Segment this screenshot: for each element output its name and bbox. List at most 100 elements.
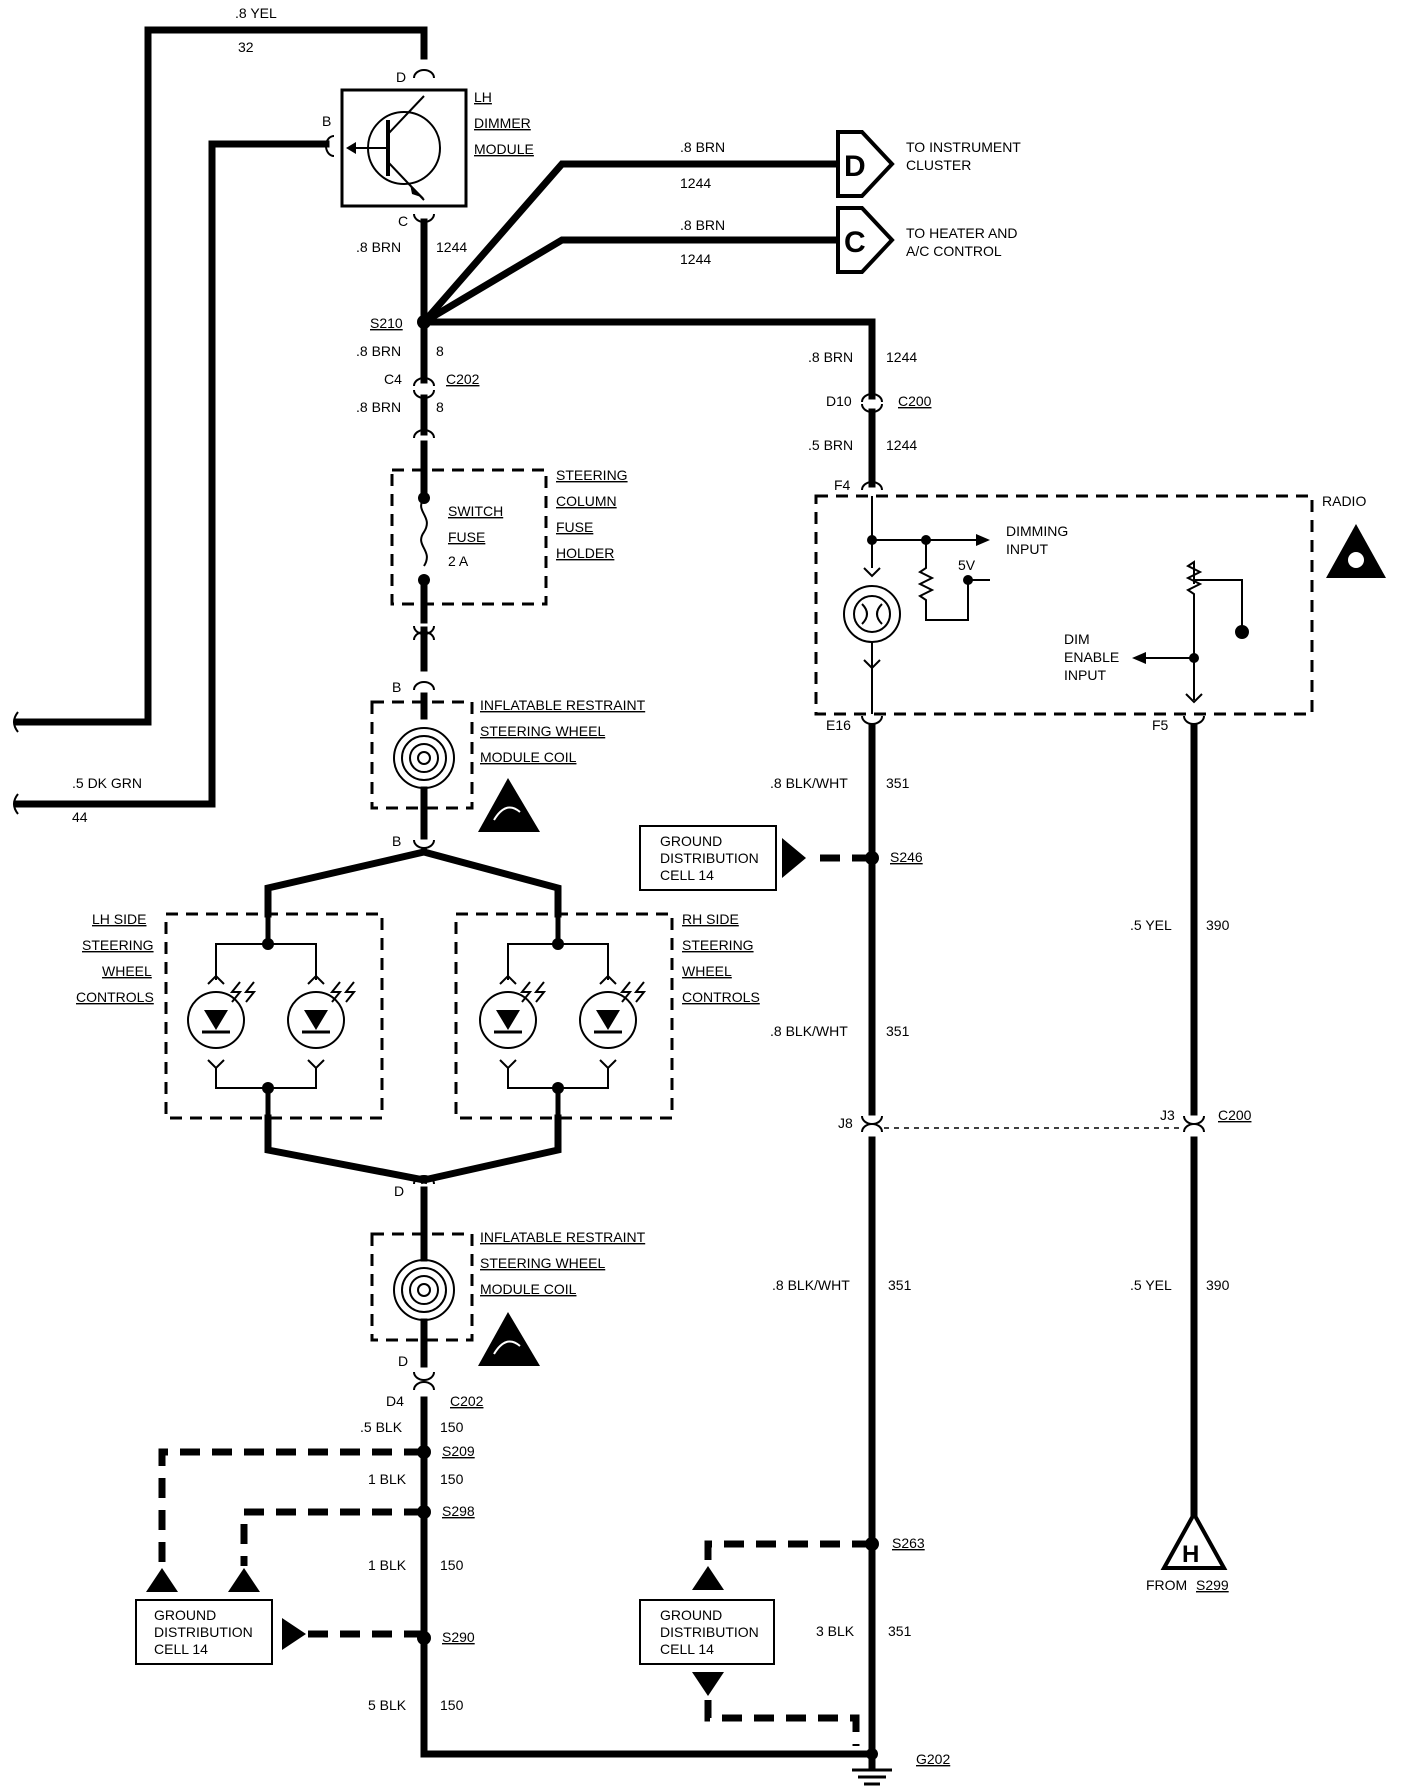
wire-circuit: 351 bbox=[886, 1023, 910, 1039]
resistor-icon bbox=[917, 540, 969, 621]
splice-s263: S263 bbox=[892, 1535, 925, 1551]
coil-label-2: STEERING WHEEL bbox=[480, 723, 605, 739]
connector-f5: F5 bbox=[1152, 717, 1169, 733]
connector-c4: C4 bbox=[384, 371, 402, 387]
wire-gauge: .5 BRN bbox=[808, 437, 853, 453]
wire-gauge: 1 BLK bbox=[368, 1557, 407, 1573]
wire-gauge: .8 YEL bbox=[235, 5, 277, 21]
connector-b: B bbox=[322, 113, 331, 129]
wire-gauge: .8 BRN bbox=[680, 217, 725, 233]
ground-cell-label-3: CELL 14 bbox=[660, 1641, 714, 1657]
wire-circuit: 1244 bbox=[886, 437, 917, 453]
wire-circuit: 150 bbox=[440, 1557, 464, 1573]
holder-label-3: FUSE bbox=[556, 519, 593, 535]
connector-c202: C202 bbox=[446, 371, 480, 387]
connector-j3: J3 bbox=[1160, 1107, 1175, 1123]
wire-circuit: 390 bbox=[1206, 1277, 1230, 1293]
dim-enable-2: ENABLE bbox=[1064, 649, 1119, 665]
led-icon bbox=[287, 974, 345, 1049]
wire-gauge: 3 BLK bbox=[816, 1623, 855, 1639]
lh-dimmer-module: D B C LH DIMMER MODULE bbox=[322, 69, 534, 229]
connector-d4: D4 bbox=[386, 1393, 404, 1409]
destination-letter: D bbox=[844, 150, 866, 183]
destination-d: D TO INSTRUMENT CLUSTER bbox=[836, 130, 1021, 198]
coil-label-1: INFLATABLE RESTRAINT bbox=[480, 697, 646, 713]
connector-b: B bbox=[392, 833, 401, 849]
module-label-1: LH bbox=[474, 89, 492, 105]
ground-cell-label-1: GROUND bbox=[660, 1607, 722, 1623]
dimming-input-2: INPUT bbox=[1006, 541, 1048, 557]
clockspring-icon bbox=[393, 1259, 455, 1321]
wire-gauge: .5 BLK bbox=[360, 1419, 403, 1435]
splice-s246: S246 bbox=[890, 849, 923, 865]
wire-dk-grn-44: .5 DK GRN 44 bbox=[13, 140, 330, 825]
holder-label-1: STEERING bbox=[556, 467, 628, 483]
coil-label-1: INFLATABLE RESTRAINT bbox=[480, 1229, 646, 1245]
connector-c200: C200 bbox=[898, 393, 932, 409]
radio-voltage: 5V bbox=[958, 557, 976, 573]
module-label-3: MODULE bbox=[474, 141, 534, 157]
wire-yel-32: .8 YEL 32 bbox=[13, 5, 428, 733]
coil-label-3: MODULE COIL bbox=[480, 749, 577, 765]
wire-circuit: 150 bbox=[440, 1419, 464, 1435]
wire-circuit: 351 bbox=[886, 775, 910, 791]
wire-circuit: 351 bbox=[888, 1277, 912, 1293]
ground-distribution-cell-right: GROUND DISTRIBUTION CELL 14 bbox=[639, 825, 777, 891]
clockspring-icon bbox=[393, 727, 455, 789]
wire-circuit: 32 bbox=[238, 39, 254, 55]
led-icon bbox=[187, 974, 245, 1049]
destination-c: C TO HEATER AND A/C CONTROL bbox=[836, 206, 1018, 274]
ground-cell-label-2: DISTRIBUTION bbox=[154, 1624, 253, 1640]
fuse-label-3: 2 A bbox=[448, 553, 469, 569]
destination-letter: H bbox=[1182, 1541, 1199, 1568]
ground-distribution-cell-bottom: GROUND DISTRIBUTION CELL 14 bbox=[639, 1599, 775, 1665]
wire-circuit: 390 bbox=[1206, 917, 1230, 933]
ground-distribution-cell-left: GROUND DISTRIBUTION CELL 14 bbox=[135, 1599, 273, 1665]
transistor-icon bbox=[346, 95, 441, 201]
connector-d: D bbox=[394, 1183, 404, 1199]
dimming-input-1: DIMMING bbox=[1006, 523, 1068, 539]
ground-cell-label-3: CELL 14 bbox=[660, 867, 714, 883]
connector-j8: J8 bbox=[838, 1115, 853, 1131]
splice-s290: S290 bbox=[442, 1629, 475, 1645]
splice-s298: S298 bbox=[442, 1503, 475, 1519]
rh-side-steering-wheel-controls: RH SIDE STEERING WHEEL CONTROLS bbox=[454, 911, 760, 1120]
wire-circuit: 1244 bbox=[886, 349, 917, 365]
wire-circuit: 150 bbox=[440, 1697, 464, 1713]
wire-circuit: 150 bbox=[440, 1471, 464, 1487]
wire-gauge: .8 BRN bbox=[356, 239, 401, 255]
coil-label-3: MODULE COIL bbox=[480, 1281, 577, 1297]
airbag-warning-icon bbox=[478, 778, 540, 832]
connector-f4: F4 bbox=[834, 477, 851, 493]
module-label-2: DIMMER bbox=[474, 115, 531, 131]
wire-circuit: 1244 bbox=[680, 251, 711, 267]
wire-gauge: .5 DK GRN bbox=[72, 775, 142, 791]
radio-module: RADIO 5V DIMMING INPUT DI bbox=[814, 493, 1386, 716]
ground-cell-label-1: GROUND bbox=[660, 833, 722, 849]
ground-icon bbox=[852, 1748, 892, 1786]
wire-gauge: 1 BLK bbox=[368, 1471, 407, 1487]
rh-controls-label-4: CONTROLS bbox=[682, 989, 760, 1005]
fuse-label-2: FUSE bbox=[448, 529, 485, 545]
steering-column-fuse-holder: SWITCH FUSE 2 A STEERING COLUMN FUSE HOL… bbox=[390, 466, 628, 608]
coil-label-2: STEERING WHEEL bbox=[480, 1255, 605, 1271]
wire-gauge: .8 BRN bbox=[680, 139, 725, 155]
destination-label-2: A/C CONTROL bbox=[906, 243, 1002, 259]
connector-b: B bbox=[392, 679, 401, 695]
wire-gauge: .8 BRN bbox=[356, 343, 401, 359]
destination-prefix: FROM bbox=[1146, 1577, 1187, 1593]
wire-gauge: .8 BRN bbox=[808, 349, 853, 365]
wire-gauge: .5 YEL bbox=[1130, 1277, 1172, 1293]
led-icon bbox=[579, 974, 637, 1049]
wire-circuit: 1244 bbox=[436, 239, 467, 255]
led-icon bbox=[479, 974, 537, 1049]
connector-c202: C202 bbox=[450, 1393, 484, 1409]
connector-d10: D10 bbox=[826, 393, 852, 409]
fuse-label-1: SWITCH bbox=[448, 503, 503, 519]
ground-cell-label-2: DISTRIBUTION bbox=[660, 850, 759, 866]
connector-c: C bbox=[398, 213, 408, 229]
holder-label-2: COLUMN bbox=[556, 493, 617, 509]
wire-gauge: .8 BLK/WHT bbox=[770, 1023, 848, 1039]
wire-gauge: .8 BLK/WHT bbox=[772, 1277, 850, 1293]
wire-gauge: .8 BRN bbox=[356, 399, 401, 415]
